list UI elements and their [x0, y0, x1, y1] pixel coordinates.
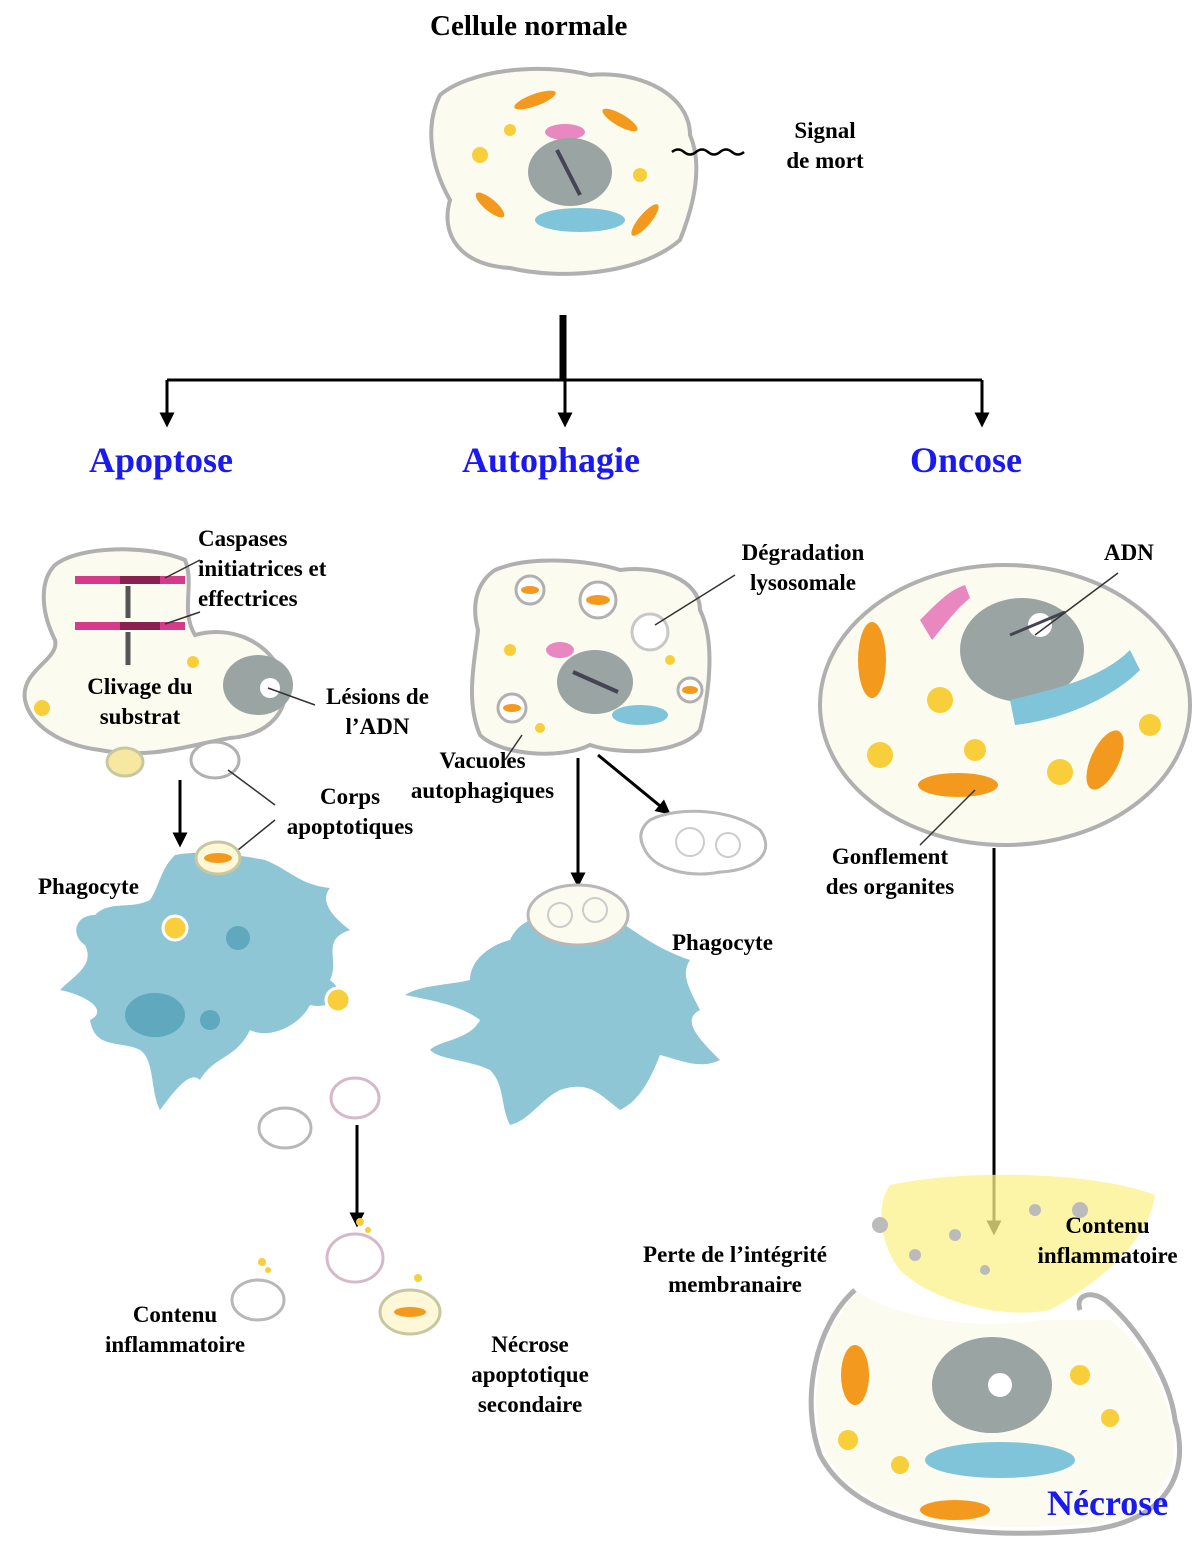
heading-autophagie: Autophagie	[462, 440, 640, 480]
degradation-line1: Dégradation	[728, 538, 878, 568]
contenu-right-line1: Contenu	[1020, 1211, 1195, 1241]
normal-cell-title: Cellule normale	[430, 10, 627, 43]
vacuoles-label: Vacuoles autophagiques	[395, 746, 570, 806]
gonflement-line1: Gonflement	[810, 842, 970, 872]
necrose-secondaire-line1: Nécrose	[450, 1330, 610, 1360]
autophagie-arrow-side	[598, 755, 665, 810]
caspases-line3: effectrices	[198, 584, 326, 614]
vacuoles-line2: autophagiques	[395, 776, 570, 806]
gonflement-line2: des organites	[810, 872, 970, 902]
phagocyte-center-icon	[405, 885, 720, 1125]
necrose-secondaire-line3: secondaire	[450, 1390, 610, 1420]
clivage-line1: Clivage du	[70, 672, 210, 702]
gonflement-label: Gonflement des organites	[810, 842, 970, 902]
lesions-line2: l’ADN	[310, 712, 445, 742]
heading-apoptose: Apoptose	[89, 440, 233, 480]
contenu-left-label: Contenu inflammatoire	[85, 1300, 265, 1360]
lesions-label: Lésions de l’ADN	[310, 682, 445, 742]
caspases-line1: Caspases	[198, 524, 326, 554]
caspases-line2: initiatrices et	[198, 554, 326, 584]
degradation-label: Dégradation lysosomale	[728, 538, 878, 598]
signal-label-line2: de mort	[770, 146, 880, 176]
perte-label: Perte de l’intégrité membranaire	[620, 1240, 850, 1300]
adn-label: ADN	[1104, 538, 1154, 568]
autophagic-cell-icon	[472, 561, 710, 754]
signal-label-line1: Signal	[770, 116, 880, 146]
clivage-line2: substrat	[70, 702, 210, 732]
necrose-secondaire-line2: apoptotique	[450, 1360, 610, 1390]
caspases-label: Caspases initiatrices et effectrices	[198, 524, 326, 614]
contenu-right-label: Contenu inflammatoire	[1020, 1211, 1195, 1271]
corps-line2: apoptotiques	[275, 812, 425, 842]
contenu-right-line2: inflammatoire	[1020, 1241, 1195, 1271]
perte-line2: membranaire	[620, 1270, 850, 1300]
perte-line1: Perte de l’intégrité	[620, 1240, 850, 1270]
phagocyte-left-label: Phagocyte	[38, 872, 139, 902]
lesions-line1: Lésions de	[310, 682, 445, 712]
contenu-left-line1: Contenu	[85, 1300, 265, 1330]
degradation-line2: lysosomale	[728, 568, 878, 598]
clivage-label: Clivage du substrat	[70, 672, 210, 732]
contenu-left-line2: inflammatoire	[85, 1330, 265, 1360]
signal-label: Signal de mort	[770, 116, 880, 176]
heading-oncose: Oncose	[910, 440, 1022, 480]
necrose-secondaire-label: Nécrose apoptotique secondaire	[450, 1330, 610, 1420]
phagocyte-center-label: Phagocyte	[672, 928, 773, 958]
heading-necrose: Nécrose	[1047, 1483, 1168, 1523]
apoptotic-bodies-icon	[259, 1078, 379, 1148]
branch-lines	[167, 315, 982, 420]
vacuoles-line1: Vacuoles	[395, 746, 570, 776]
autophagic-body-icon	[641, 811, 766, 874]
normal-cell-icon	[431, 69, 696, 274]
swollen-cell-icon	[820, 565, 1190, 845]
